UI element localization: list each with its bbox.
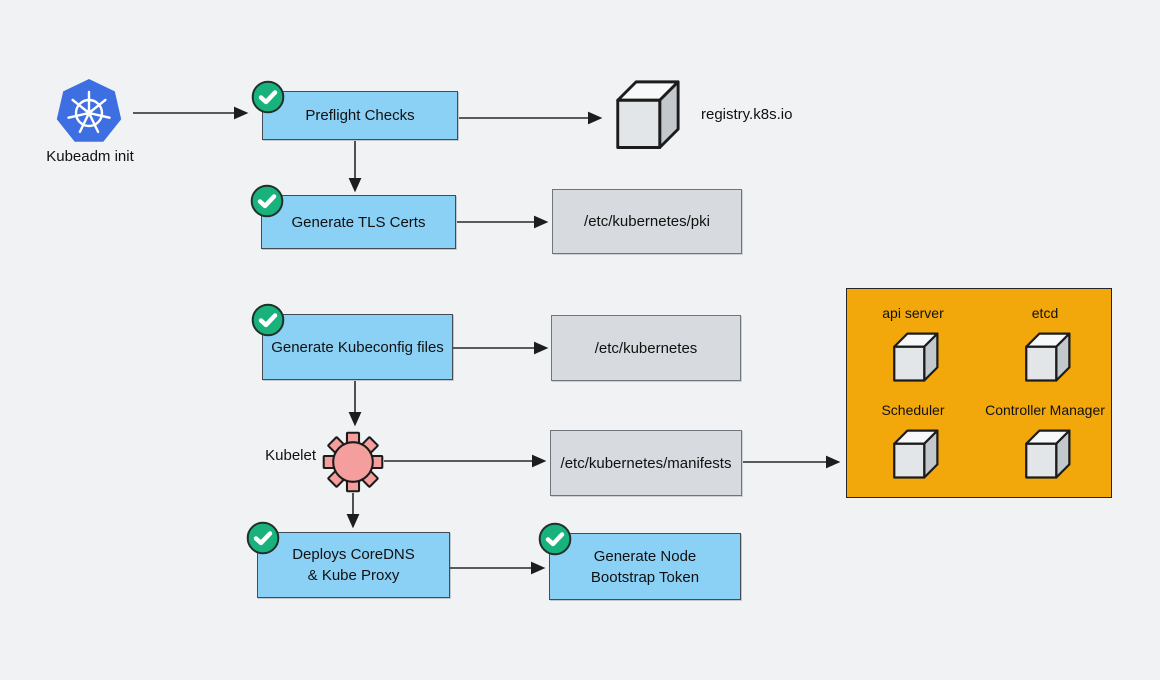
check-badge	[246, 521, 280, 555]
gear-icon	[322, 431, 384, 493]
registry-node	[602, 74, 686, 158]
check-badge	[250, 184, 284, 218]
controller-manager-label: Controller Manager	[985, 402, 1105, 418]
kubernetes-dir-label: /etc/kubernetes	[594, 339, 698, 357]
pki-dir-label: /etc/kubernetes/pki	[584, 213, 710, 230]
component-scheduler: Scheduler	[847, 402, 979, 485]
check-icon	[250, 184, 284, 218]
cube-icon	[893, 332, 939, 382]
cube-icon	[616, 80, 680, 149]
cube-icon	[893, 429, 939, 479]
manifests-dir-label: /etc/kubernetes/manifests	[560, 454, 732, 472]
kubernetes-logo-icon	[56, 79, 122, 142]
generate-tls-certs-box: Generate TLS Certs	[250, 184, 456, 249]
check-badge	[538, 522, 572, 556]
deploys-coredns-line2: & Kube Proxy	[307, 567, 400, 584]
bootstrap-token-line1: Generate Node	[593, 547, 697, 565]
pki-dir-box: /etc/kubernetes/pki	[552, 189, 742, 254]
scheduler-label: Scheduler	[881, 402, 945, 418]
kubeadm-init-node	[56, 79, 122, 145]
generate-kubeconfig-box: Generate Kubeconfig files	[251, 303, 453, 380]
bootstrap-token-box: Generate Node Bootstrap Token	[538, 522, 741, 600]
deploys-coredns-line1: Deploys CoreDNS	[292, 546, 415, 563]
registry-label: registry.k8s.io	[701, 106, 793, 123]
check-badge	[251, 80, 285, 114]
component-api-server: api server	[847, 305, 979, 388]
preflight-checks-box: Preflight Checks	[251, 80, 458, 140]
check-icon	[251, 303, 285, 337]
check-badge	[251, 303, 285, 337]
deploys-coredns-box: Deploys CoreDNS & Kube Proxy	[246, 521, 450, 598]
generate-tls-certs-label: Generate TLS Certs	[291, 213, 426, 231]
component-controller-manager: Controller Manager	[979, 402, 1111, 485]
kubeadm-init-label: Kubeadm init	[46, 148, 134, 165]
check-icon	[246, 521, 280, 555]
generate-kubeconfig-label: Generate Kubeconfig files	[271, 338, 444, 356]
kubelet-node	[322, 431, 384, 493]
cube-icon	[1025, 332, 1071, 382]
component-etcd: etcd	[979, 305, 1111, 388]
preflight-checks-label: Preflight Checks	[305, 107, 415, 124]
bootstrap-token-line2: Bootstrap Token	[590, 568, 700, 586]
api-server-label: api server	[882, 305, 944, 321]
etcd-label: etcd	[1031, 305, 1059, 321]
control-plane-panel: api server etcd Scheduler	[846, 288, 1112, 498]
kubernetes-dir-box: /etc/kubernetes	[551, 315, 741, 381]
check-icon	[538, 522, 572, 556]
manifests-dir-box: /etc/kubernetes/manifests	[550, 430, 742, 496]
cube-icon	[1025, 429, 1071, 479]
kubelet-label: Kubelet	[265, 447, 316, 464]
check-icon	[251, 80, 285, 114]
